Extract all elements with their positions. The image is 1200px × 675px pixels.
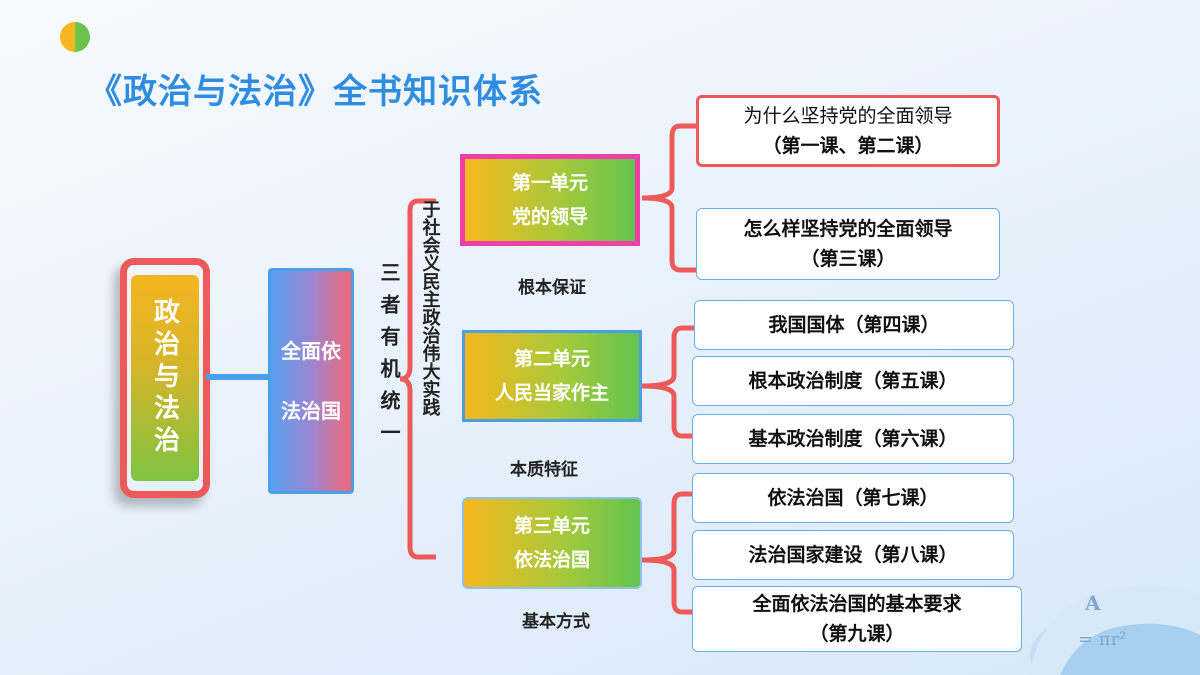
lesson-line: 法治国家建设（第八课）	[748, 544, 958, 566]
lesson-fundamental-system: 根本政治制度（第五课）	[692, 356, 1014, 406]
unit-3-role: 基本方式	[522, 612, 590, 632]
unit-3-name: 第三单元	[513, 515, 590, 537]
lesson-basic-requirements: 全面依法治国的基本要求 （第九课）	[692, 586, 1022, 652]
lesson-line: 怎么样坚持党的全面领导	[743, 218, 953, 240]
unit-3-node: 第三单元 依法治国	[462, 497, 642, 589]
lesson-line: 依法治国（第七课）	[767, 487, 939, 509]
formula-decoration: A = πr²	[1030, 586, 1200, 675]
lesson-rule-of-law-construction: 法治国家建设（第八课）	[692, 530, 1014, 580]
three-unity-text: 三者有机统一	[377, 262, 401, 454]
unit-2-topic: 人民当家作主	[494, 382, 609, 404]
lesson-why-party-leadership: 为什么坚持党的全面领导 （第一课、第二课）	[696, 95, 1000, 167]
level2-label: 全面依法治国	[281, 339, 341, 423]
unit-2-name: 第二单元	[513, 348, 590, 370]
unit-2-bracket	[641, 325, 694, 439]
lesson-line: （第三课）	[800, 248, 896, 270]
unit-1-topic: 党的领导	[511, 206, 588, 228]
root-node: 政治与法治	[120, 258, 210, 498]
page-title: 《政治与法治》全书知识体系	[88, 72, 543, 112]
lesson-basic-system: 基本政治制度（第六课）	[692, 414, 1014, 464]
unit-3-bracket	[641, 491, 694, 615]
lesson-line: 全面依法治国的基本要求	[752, 593, 962, 615]
practice-bracket	[399, 198, 436, 560]
practice-text: 于社会义民主政治伟大实践	[419, 200, 441, 416]
logo-dot	[60, 22, 90, 52]
unit-2-role: 本质特征	[510, 460, 578, 480]
root-label: 政治与法治	[149, 298, 180, 458]
root-connector	[206, 374, 272, 380]
lesson-how-party-leadership: 怎么样坚持党的全面领导 （第三课）	[696, 208, 1000, 280]
unit-1-node: 第一单元 党的领导	[460, 154, 640, 246]
unit-1-role: 根本保证	[518, 278, 586, 298]
lesson-line: （第九课）	[809, 623, 905, 645]
lesson-line: 根本政治制度（第五课）	[748, 370, 958, 392]
unit-3-topic: 依法治国	[513, 549, 590, 571]
lesson-line: 我国国体（第四课）	[768, 314, 940, 336]
practice-label: 于社会义民主政治伟大实践	[412, 200, 448, 416]
formula-expr: = πr²	[1078, 629, 1126, 650]
lesson-line: （第一课、第二课）	[762, 135, 934, 157]
level2-node: 全面依法治国	[268, 268, 354, 494]
lesson-line: 基本政治制度（第六课）	[748, 428, 958, 450]
unit-1-bracket	[641, 123, 696, 273]
three-unity-label: 三者有机统一	[368, 262, 401, 454]
lesson-rule-of-law: 依法治国（第七课）	[692, 473, 1014, 523]
lesson-state-system: 我国国体（第四课）	[694, 300, 1014, 350]
unit-2-node: 第二单元 人民当家作主	[462, 330, 642, 422]
lesson-line: 为什么坚持党的全面领导	[743, 105, 953, 127]
unit-1-name: 第一单元	[511, 172, 588, 194]
formula-symbol: A	[1084, 591, 1101, 615]
